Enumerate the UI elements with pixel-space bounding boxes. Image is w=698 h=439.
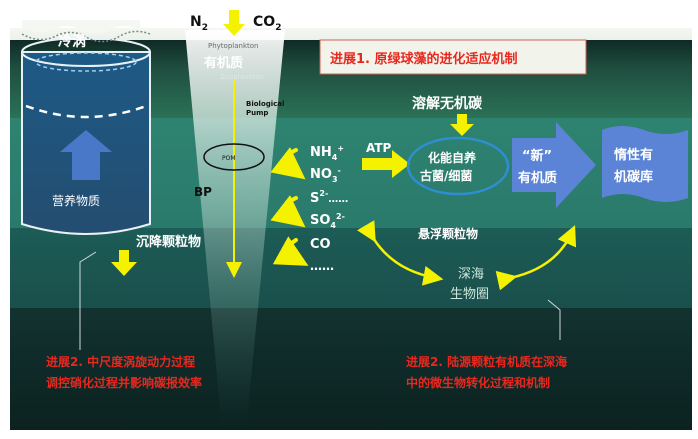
progress-2-line-2: 调控硝化过程并影响碳报效率 — [46, 375, 202, 390]
progress-1-text: 进展1. 原绿球藻的进化适应机制 — [330, 51, 518, 67]
chemo-label-2: 古菌/细菌 — [420, 168, 472, 183]
progress-2-line-1: 进展2. 中尺度涡旋动力过程 — [46, 354, 195, 369]
deep-layer — [10, 228, 692, 308]
co-label: CO — [310, 237, 331, 252]
inert-carbon-pool — [602, 126, 688, 202]
co2-label: CO2 — [253, 14, 281, 33]
progress-3-line-2: 中的微生物转化过程和机制 — [406, 375, 550, 390]
progress-1-box — [319, 39, 587, 75]
eddy-label: 冷涡 — [58, 33, 86, 50]
connector-right — [547, 299, 561, 340]
inert-carbon-label-2: 机碳库 — [614, 169, 653, 185]
atp-arrow — [362, 150, 410, 178]
chemo-label-1: 化能自养 — [428, 150, 476, 165]
progress-3-line-1: 进展2. 陆源颗粒有机质在深海 — [406, 354, 567, 369]
biological-pump-label: Biological — [246, 100, 284, 108]
organic-matter-label: 有机质 — [204, 55, 243, 71]
chem-curl-arrows — [270, 147, 309, 266]
new-organic-arrow — [512, 122, 596, 208]
cold-eddy-cylinder — [21, 37, 151, 235]
eddy-surface-line — [21, 30, 151, 43]
eddy-surface-cap — [22, 20, 140, 34]
nh4-label: NH4+ — [310, 144, 344, 162]
biological-pump-label-2: Pump — [246, 109, 268, 117]
dots-label: …… — [310, 259, 334, 273]
pom-label: POM — [222, 155, 236, 162]
deep-biosphere-label-1: 深海 — [458, 267, 484, 282]
atp-label: ATP — [366, 141, 392, 155]
bp-label: BP — [194, 185, 212, 199]
sinking-arrow — [111, 250, 137, 276]
new-organic-label-1: “新” — [522, 148, 552, 164]
cycle-arrows — [357, 220, 577, 291]
no3-label: NO3- — [310, 166, 341, 184]
zooplankton-label: Zooplankton — [220, 73, 264, 81]
n2-label: N2 — [190, 14, 208, 33]
inert-carbon-label-1: 惰性有 — [614, 147, 653, 163]
so4-label: SO42- — [310, 212, 345, 230]
gas-input-arrow — [223, 10, 245, 36]
abyss-layer — [10, 308, 692, 430]
upwelling-arrow — [60, 130, 112, 180]
deep-biosphere-label-2: 生物圈 — [450, 287, 489, 302]
chemoautotroph-ellipse — [406, 136, 510, 196]
nutrients-label: 营养物质 — [52, 193, 100, 208]
suspended-particles-label: 悬浮颗粒物 — [417, 226, 478, 241]
sinking-particles-label: 沉降颗粒物 — [136, 234, 201, 250]
new-organic-label-2: 有机质 — [518, 170, 557, 186]
s2-label: S2-…… — [310, 189, 348, 206]
chem-species-list: NH4+ NO3- S2-…… SO42- CO …… — [310, 144, 348, 273]
dic-arrow — [450, 114, 474, 136]
phytoplankton-label: Phytoplankton — [208, 42, 258, 50]
pom-ellipse — [203, 143, 265, 171]
connector-left — [79, 251, 97, 350]
dic-label: 溶解无机碳 — [412, 95, 483, 112]
